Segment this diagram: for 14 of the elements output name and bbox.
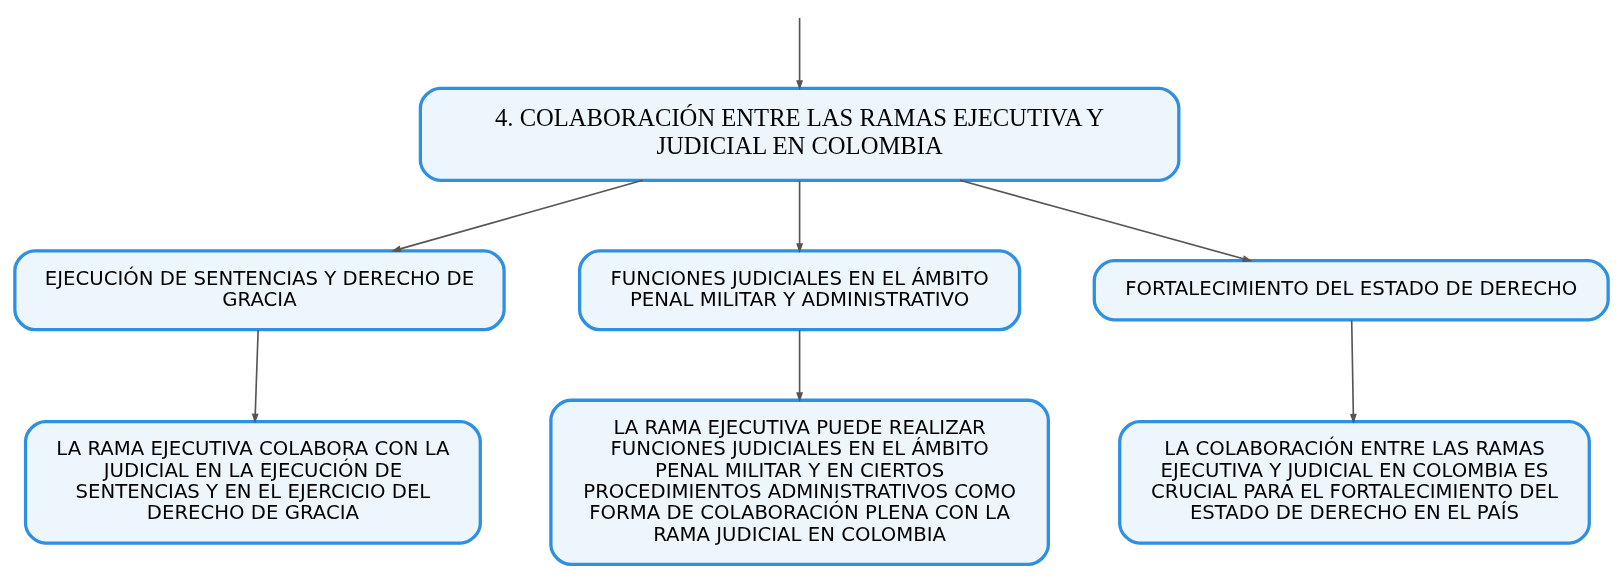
arrow (959, 179, 1253, 262)
arrow (391, 179, 644, 253)
arrow (796, 17, 804, 91)
node-box: LA RAMA EJECUTIVA COLABORA CON LA JUDICIAL EN LA EJECUCIÓN DE SENTENCIAS Y EN EL EJERCICIO DEL DERECHO DE GRACIA (23, 419, 482, 545)
node-box: EJECUCIÓN DE SENTENCIAS Y DERECHO DE GRACIA (13, 249, 506, 332)
arrow (1349, 319, 1357, 424)
node-box: FORTALECIMIENTO DEL ESTADO DE DERECHO (1092, 259, 1610, 322)
node-box: LA COLABORACIÓN ENTRE LAS RAMAS EJECUTIVA Y JUDICIAL EN COLOMBIA ES CRUCIAL PARA EL FORTALECIMIENTO DEL ESTADO DE DERECHO EN EL PAÍS (1118, 419, 1591, 545)
arrow (796, 329, 804, 403)
node-box: 4. COLABORACIÓN ENTRE LAS RAMAS EJECUTIVA Y JUDICIAL EN COLOMBIA (418, 86, 1181, 182)
node-box: LA RAMA EJECUTIVA PUEDE REALIZAR FUNCIONES JUDICIALES EN EL ÁMBITO PENAL MILITAR Y EN CIERTOS PROCEDIMIENTOS ADMINISTRATIVOS COMO FORMA DE COLABORACIÓN PLENA CON LA RAMA JUDICIAL EN COLOMBIA (549, 398, 1050, 567)
arrow (251, 329, 259, 424)
node-box: FUNCIONES JUDICIALES EN EL ÁMBITO PENAL MILITAR Y ADMINISTRATIVO (577, 249, 1022, 332)
arrow (796, 180, 804, 254)
